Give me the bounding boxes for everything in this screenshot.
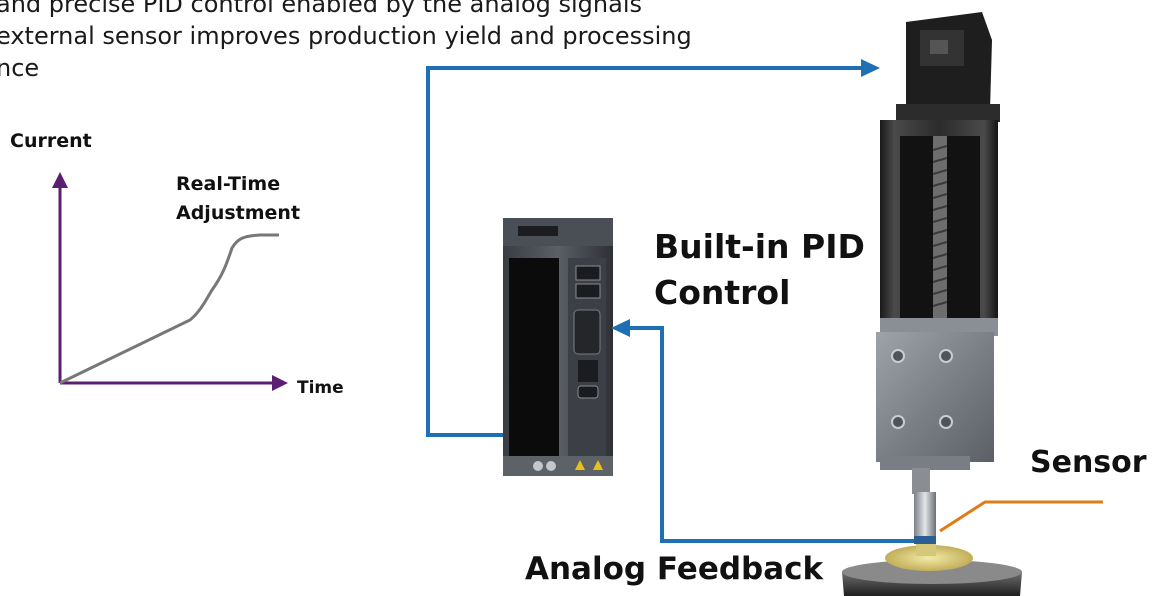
command-signal-line <box>426 59 880 437</box>
x-axis-label: Time <box>297 378 344 398</box>
current-time-graph <box>52 172 288 391</box>
intro-text: and precise PID control enabled by the a… <box>0 0 816 84</box>
feedback-arrowhead-icon <box>611 319 630 337</box>
linear-actuator-image <box>842 12 1022 596</box>
y-axis-arrowhead-icon <box>52 172 68 188</box>
pid-label-line-1: Built-in PID <box>654 227 865 266</box>
curve-label-line-2: Adjustment <box>176 202 301 224</box>
curve-label-line-1: Real-Time <box>176 173 281 195</box>
analog-feedback-label: Analog Feedback <box>525 551 824 587</box>
pid-control-label: Built-in PID Control <box>654 224 865 316</box>
feedback-signal-line <box>611 319 936 543</box>
intro-line-2: external sensor improves production yiel… <box>0 22 692 50</box>
servo-drive-image <box>503 218 613 476</box>
y-axis-label: Current <box>10 130 92 152</box>
pid-label-line-2: Control <box>654 273 791 312</box>
curve-label: Real-Time Adjustment <box>176 170 300 228</box>
x-axis-arrowhead-icon <box>272 375 288 391</box>
intro-line-1: and precise PID control enabled by the a… <box>0 0 642 18</box>
sensor-label: Sensor <box>1030 445 1147 480</box>
adjustment-curve <box>59 233 279 385</box>
command-arrowhead-icon <box>861 59 880 77</box>
sensor-leader-line <box>939 500 1103 533</box>
sensor-band <box>914 536 936 544</box>
intro-line-3: nce <box>0 54 40 82</box>
